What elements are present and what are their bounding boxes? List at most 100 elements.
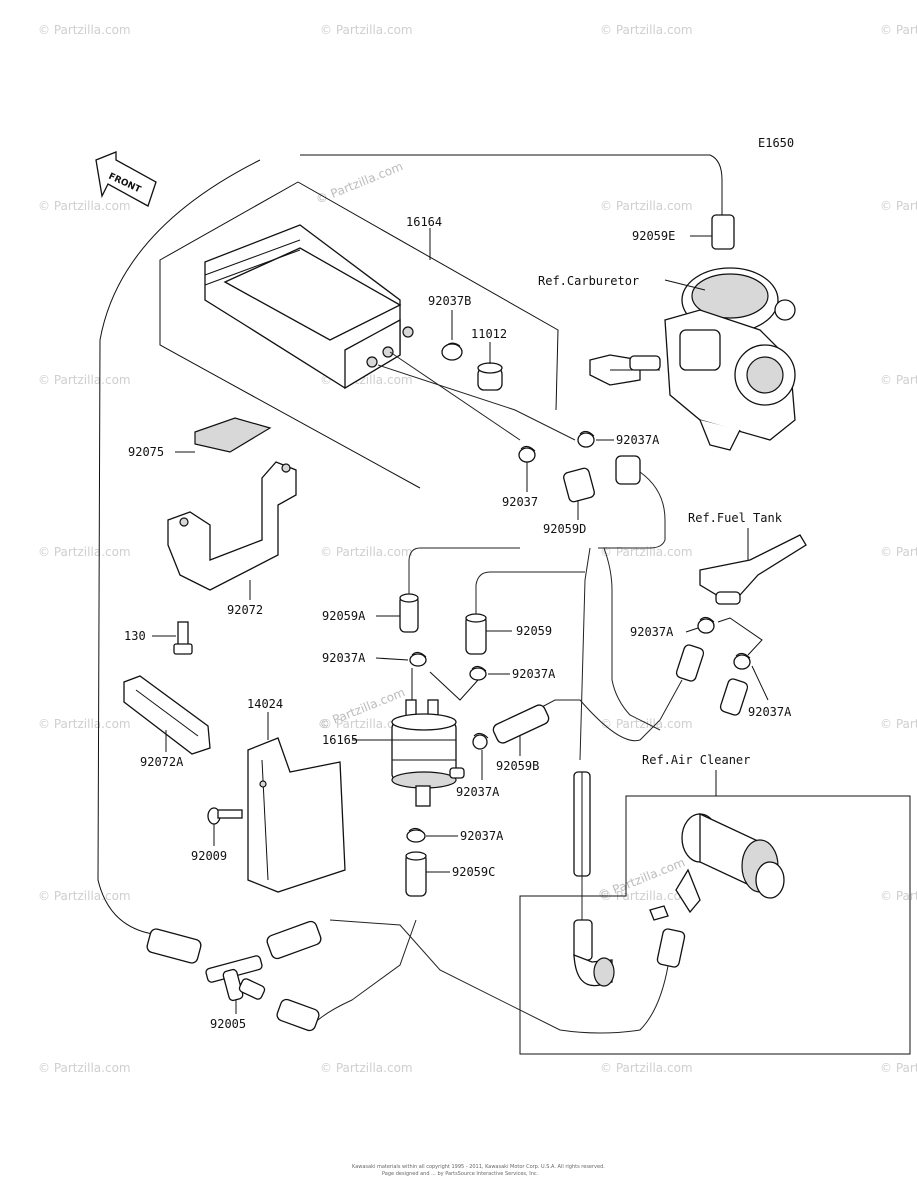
cap-11012: [477, 362, 503, 391]
watermark: © Partzilla.com: [880, 545, 917, 559]
hose-segment: [675, 644, 705, 682]
copyright-line: Kawasaki materials within all copyright …: [352, 1164, 605, 1170]
watermark: © Partzilla.com: [600, 1061, 693, 1075]
hose-segment: [719, 678, 749, 716]
part-label-92059c: 92059C: [452, 865, 495, 879]
hose-92059-top: [475, 571, 585, 614]
part-label-92059a: 92059A: [322, 609, 366, 623]
part-label-92037a-filter: 92037A: [456, 785, 500, 799]
hose-air-cleaner: [329, 919, 669, 1034]
watermark: © Partzilla.com: [600, 545, 693, 559]
part-label-92059d: 92059D: [543, 522, 586, 536]
part-label-92037: 92037: [502, 495, 538, 509]
clip-92037a-filter: [472, 732, 489, 750]
watermark: © Partzilla.com: [314, 159, 405, 207]
part-label-92005: 92005: [210, 1017, 246, 1031]
watermark: © Partzilla.com: [320, 23, 413, 37]
hose-long-vertical: [573, 771, 591, 877]
hose-canister-to-clip: [389, 351, 521, 441]
clip-92037a-right: [733, 652, 751, 670]
part-label-130: 130: [124, 629, 146, 643]
air-cleaner: [649, 812, 785, 921]
watermark: © Partzilla.com: [880, 889, 917, 903]
hose-center-vertical: [579, 547, 661, 761]
clip-92037b: [441, 342, 463, 361]
carburetor: [589, 267, 796, 451]
hose-bottom-left: [146, 928, 202, 964]
bolt-130: [173, 621, 193, 655]
hose-92059e: [711, 214, 735, 250]
hose-92059: [465, 613, 487, 655]
part-label-92037a-mid: 92037A: [512, 667, 556, 681]
part-label-92037a-low: 92037A: [460, 829, 504, 843]
hose-bottom-connect: [317, 919, 417, 1021]
watermark: © Partzilla.com: [38, 545, 131, 559]
part-label-92059b: 92059B: [496, 759, 539, 773]
ref-air-cleaner: Ref.Air Cleaner: [642, 753, 750, 767]
part-label-92037a-tank: 92037A: [630, 625, 674, 639]
diagram-code: E1650: [758, 136, 794, 150]
watermark: © Partzilla.com: [600, 717, 693, 731]
hose-tank-down: [539, 679, 683, 742]
clip-92037a-tank: [697, 616, 715, 634]
leader: [685, 627, 699, 633]
part-label-92037b: 92037B: [428, 294, 471, 308]
outer-outline: [97, 154, 723, 936]
part-label-92037a-right: 92037A: [748, 705, 792, 719]
hose-bottom-mid: [266, 920, 322, 960]
watermark: © Partzilla.com: [880, 717, 917, 731]
part-label-92059e: 92059E: [632, 229, 675, 243]
hose-carb-right: [598, 471, 666, 549]
air-cleaner-box: [519, 795, 911, 1055]
hose-segment: [656, 928, 686, 968]
canister-group-box: [159, 181, 559, 489]
part-label-92037a-left: 92037A: [322, 651, 366, 665]
clip-92037a-left: [409, 651, 427, 667]
watermark: © Partzilla.com: [600, 889, 693, 903]
watermark: © Partzilla.com: [880, 373, 917, 387]
part-label-16165: 16165: [322, 733, 358, 747]
copyright-line-2: Page designed and ... by PartsSource Int…: [382, 1171, 539, 1177]
hose-segment: [615, 455, 641, 485]
part-label-92009: 92009: [191, 849, 227, 863]
clip-92037a-carb: [577, 430, 595, 448]
band-92072a: [123, 675, 211, 755]
clip-92037a-low: [406, 827, 426, 843]
watermark: © Partzilla.com: [38, 373, 131, 387]
watermark: © Partzilla.com: [38, 717, 131, 731]
ref-fuel-tank: Ref.Fuel Tank: [688, 511, 783, 525]
watermark: © Partzilla.com: [38, 1061, 131, 1075]
leader: [375, 657, 409, 661]
cover-14024: [247, 737, 346, 893]
tee-92005: [205, 955, 266, 1002]
hose-92059a: [399, 593, 419, 633]
filter-bracket-lines: [411, 668, 479, 701]
watermark: © Partzilla.com: [320, 545, 413, 559]
hose-92059a-top: [408, 547, 520, 594]
tank-bracket-lines: [717, 617, 763, 656]
watermark: © Partzilla.com: [38, 199, 131, 213]
watermark: © Partzilla.com: [600, 23, 693, 37]
part-label-14024: 14024: [247, 697, 283, 711]
leader: [751, 665, 769, 701]
watermark: © Partzilla.com: [880, 23, 917, 37]
watermark: © Partzilla.com: [880, 1061, 917, 1075]
leader: [664, 279, 706, 291]
watermark: © Partzilla.com: [320, 717, 413, 731]
clip-92037: [518, 445, 536, 463]
hose-92059b: [492, 704, 550, 744]
fuel-tank-fitting: [699, 534, 807, 605]
front-arrow-icon: FRONT: [95, 151, 157, 207]
hose-92059d: [563, 467, 595, 503]
fuel-filter: [391, 699, 465, 807]
part-label-92059: 92059: [516, 624, 552, 638]
pad-92075: [194, 417, 272, 453]
watermark: © Partzilla.com: [880, 199, 917, 213]
watermark: © Partzilla.com: [320, 1061, 413, 1075]
part-label-92075: 92075: [128, 445, 164, 459]
part-label-11012: 11012: [471, 327, 507, 341]
hose-canister-to-carb: [377, 364, 576, 441]
part-label-92072: 92072: [227, 603, 263, 617]
ref-carburetor: Ref.Carburetor: [538, 274, 639, 288]
